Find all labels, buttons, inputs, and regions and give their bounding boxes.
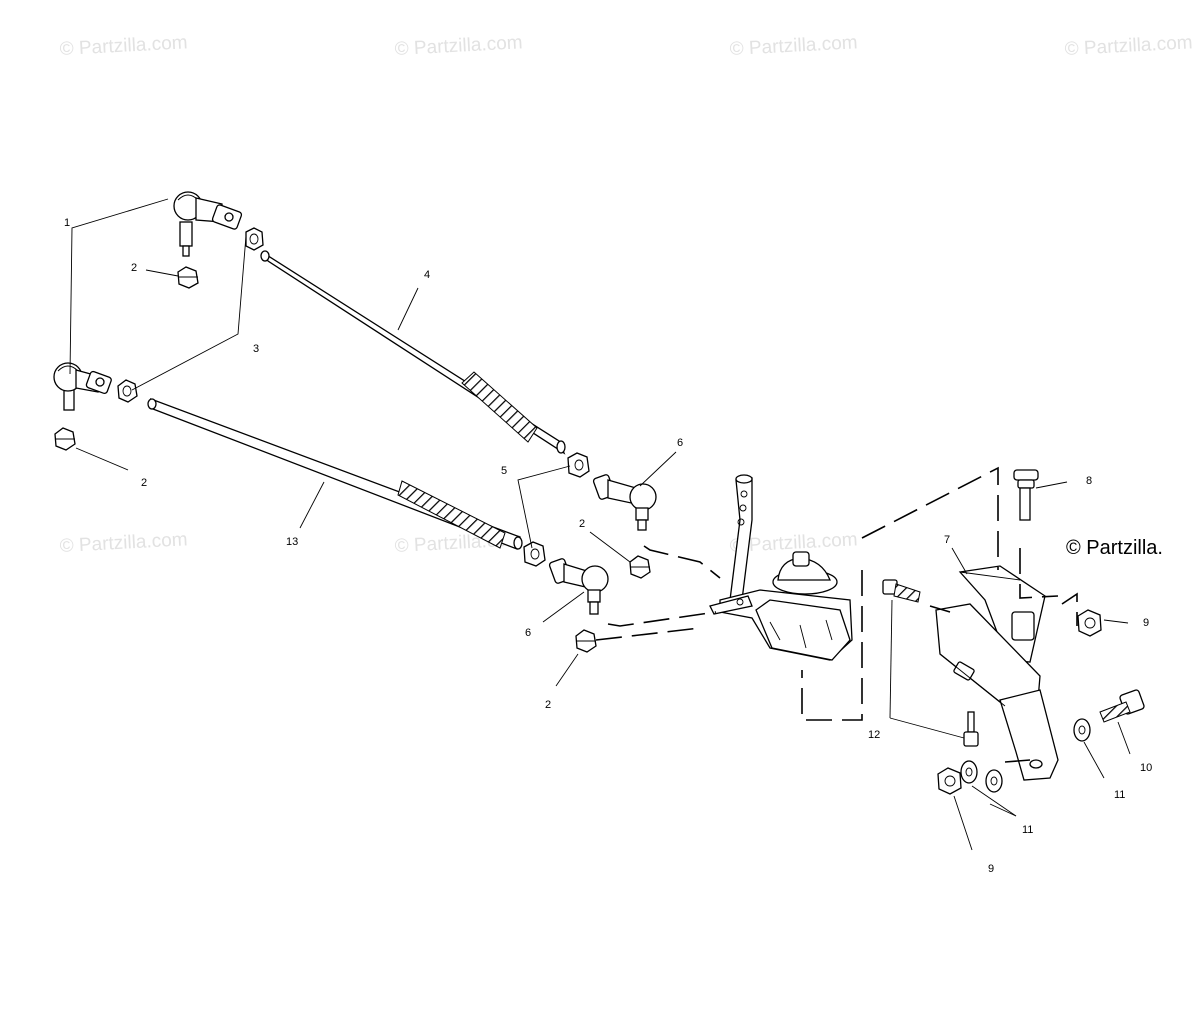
callout-13: 13 xyxy=(286,536,298,548)
callout-11: 11 xyxy=(1022,824,1033,836)
callout-3: 3 xyxy=(253,343,259,355)
jam-nut xyxy=(523,541,546,567)
jam-nut xyxy=(567,452,590,478)
bolt-10 xyxy=(1099,689,1145,723)
bolt-8 xyxy=(1013,469,1039,521)
watermark: © Partzilla.com xyxy=(729,32,858,60)
lock-nut xyxy=(575,629,597,653)
jam-nut xyxy=(117,379,138,403)
callout-8: 8 xyxy=(1086,475,1092,487)
tie-rod-end-upper xyxy=(173,191,243,257)
jam-nut xyxy=(245,227,264,251)
callout-7: 7 xyxy=(944,534,950,546)
lock-nut xyxy=(629,555,651,579)
assembly-lines xyxy=(595,466,1078,763)
callout-2: 2 xyxy=(579,518,585,530)
tie-rod-upper xyxy=(260,250,566,455)
bolt-12-lower xyxy=(963,711,979,747)
callout-11: 11 xyxy=(1114,789,1125,801)
callout-2: 2 xyxy=(131,262,137,274)
washer xyxy=(960,760,978,784)
hex-nut xyxy=(1077,609,1102,637)
leader-lines xyxy=(69,198,1131,851)
washer xyxy=(1073,718,1091,742)
callout-5: 5 xyxy=(501,465,507,477)
callout-4: 4 xyxy=(424,269,430,281)
lock-nut xyxy=(177,266,199,289)
partzilla-watermark-main: © Partzilla. xyxy=(1066,537,1163,559)
callout-9: 9 xyxy=(1143,617,1149,629)
mounting-bracket xyxy=(935,565,1059,781)
bolt-12-upper xyxy=(882,579,921,603)
tie-rod-end-lower xyxy=(53,362,112,411)
steering-gearbox xyxy=(709,474,853,661)
watermark: © Partzilla.com xyxy=(1064,32,1193,60)
watermark: © Partzilla.com xyxy=(59,529,188,557)
watermark: © Partzilla.com xyxy=(59,32,188,60)
ball-joint-lower xyxy=(548,558,609,615)
ball-joint-upper xyxy=(592,474,657,531)
callout-10: 10 xyxy=(1140,762,1152,774)
hex-nut xyxy=(937,767,962,795)
lock-nut xyxy=(54,427,76,451)
tie-rod-lower xyxy=(147,397,523,550)
callout-2: 2 xyxy=(141,477,147,489)
callout-9: 9 xyxy=(988,863,994,875)
callout-12: 12 xyxy=(868,729,880,741)
watermark: © Partzilla.com xyxy=(394,32,523,60)
callout-6: 6 xyxy=(677,437,683,449)
washer xyxy=(985,769,1003,793)
callout-2: 2 xyxy=(545,699,551,711)
callout-1: 1 xyxy=(64,217,70,229)
callouts: 1 2 3 4 2 13 5 6 2 6 2 7 8 9 10 11 11 12… xyxy=(64,217,1152,875)
callout-6: 6 xyxy=(525,627,531,639)
